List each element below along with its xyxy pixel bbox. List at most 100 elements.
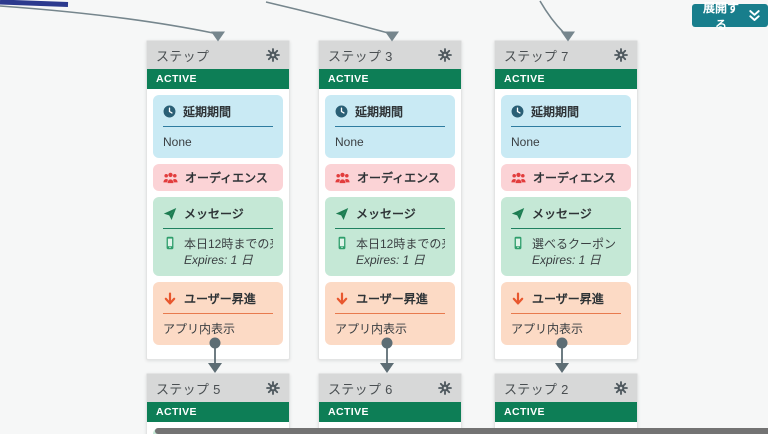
message-section[interactable]: メッセージ 本日12時までの来店… Expires: 1 日: [325, 197, 455, 276]
delay-label: 延期期間: [183, 105, 232, 119]
highlighted-edge-segment: [0, 0, 69, 7]
promotion-value: アプリ内表示: [163, 322, 236, 336]
promotion-label: ユーザー昇進: [532, 292, 604, 306]
step-card-header: ステップ 5: [147, 374, 289, 402]
audience-section[interactable]: オーディエンス: [501, 164, 631, 191]
connector-edge: [265, 1, 389, 34]
gear-icon[interactable]: [266, 381, 280, 395]
promotion-value: アプリ内表示: [335, 322, 408, 336]
divider: [335, 126, 445, 127]
connector-edge: [539, 0, 565, 34]
step-card-title: ステップ 7: [504, 48, 569, 64]
promotion-label: ユーザー昇進: [356, 292, 428, 306]
message-label: メッセージ: [356, 207, 416, 221]
mobile-icon: [511, 236, 525, 250]
people-icon: [511, 172, 526, 184]
step-card-header: ステップ 2: [495, 374, 637, 402]
chevron-double-down-icon: [749, 10, 760, 22]
audience-label: オーディエンス: [185, 171, 268, 185]
expand-button[interactable]: 展開する: [692, 1, 768, 32]
promotion-label: ユーザー昇進: [184, 292, 256, 306]
promotion-section[interactable]: ユーザー昇進 アプリ内表示: [325, 282, 455, 345]
people-icon: [163, 172, 178, 184]
step-card-title: ステップ: [156, 48, 210, 64]
gear-icon[interactable]: [438, 381, 452, 395]
message-label: メッセージ: [184, 207, 244, 221]
step-card-header: ステップ 3: [319, 41, 461, 69]
down-arrow-icon: [511, 292, 525, 306]
step-card: ステップ 6 ACTIVE: [318, 373, 462, 434]
status-badge: ACTIVE: [495, 69, 637, 89]
step-card-header: ステップ 7: [495, 41, 637, 69]
step-card-title: ステップ 2: [504, 381, 569, 397]
step-card-body: 延期期間 None オーディエンス メッセージ 本日12時までの来店… Expi…: [147, 89, 289, 359]
paper-plane-icon: [335, 207, 349, 221]
message-text: 選べるクーポン: [532, 237, 617, 251]
status-badge: ACTIVE: [147, 69, 289, 89]
gear-icon[interactable]: [614, 381, 628, 395]
message-section[interactable]: メッセージ 本日12時までの来店… Expires: 1 日: [153, 197, 283, 276]
people-icon: [335, 172, 350, 184]
promotion-section[interactable]: ユーザー昇進 アプリ内表示: [153, 282, 283, 345]
down-arrow-icon: [335, 292, 349, 306]
divider: [163, 228, 273, 229]
step-card: ステップ 7 ACTIVE 延期期間 None オーディエンス メッセージ: [494, 40, 638, 360]
delay-label: 延期期間: [355, 105, 404, 119]
connector-edge: [0, 5, 214, 34]
status-badge: ACTIVE: [495, 402, 637, 422]
divider: [511, 228, 621, 229]
status-badge: ACTIVE: [319, 69, 461, 89]
audience-label: オーディエンス: [357, 171, 440, 185]
step-card: ステップ 5 ACTIVE: [146, 373, 290, 434]
delay-section[interactable]: 延期期間 None: [501, 95, 631, 158]
step-card-body: 延期期間 None オーディエンス メッセージ 本日12時までの来店… Expi…: [319, 89, 461, 359]
delay-label: 延期期間: [531, 105, 580, 119]
divider: [335, 228, 445, 229]
connector-arrow: [380, 363, 394, 373]
step-card: ステップ 3 ACTIVE 延期期間 None オーディエンス メッセージ: [318, 40, 462, 360]
down-arrow-icon: [163, 292, 177, 306]
message-expires: Expires: 1 日: [184, 253, 253, 267]
step-card: ステップ 2 ACTIVE: [494, 373, 638, 434]
status-badge: ACTIVE: [147, 402, 289, 422]
divider: [335, 313, 445, 314]
connector-arrow: [208, 363, 222, 373]
step-card-title: ステップ 6: [328, 381, 393, 397]
mobile-icon: [335, 236, 349, 250]
message-expires: Expires: 1 日: [356, 253, 425, 267]
delay-section[interactable]: 延期期間 None: [153, 95, 283, 158]
delay-value: None: [335, 135, 364, 149]
step-card: ステップ ACTIVE 延期期間 None オーディエンス メッセージ: [146, 40, 290, 360]
delay-value: None: [163, 135, 192, 149]
message-section[interactable]: メッセージ 選べるクーポン Expires: 1 日: [501, 197, 631, 276]
step-card-header: ステップ: [147, 41, 289, 69]
divider: [511, 313, 621, 314]
gear-icon[interactable]: [266, 48, 280, 62]
clock-icon: [511, 105, 524, 118]
horizontal-scrollbar-thumb[interactable]: [155, 428, 768, 434]
step-card-title: ステップ 5: [156, 381, 221, 397]
step-card-title: ステップ 3: [328, 48, 393, 64]
message-expires: Expires: 1 日: [532, 253, 601, 267]
expand-button-label: 展開する: [702, 0, 739, 32]
divider: [511, 126, 621, 127]
audience-section[interactable]: オーディエンス: [153, 164, 283, 191]
message-label: メッセージ: [532, 207, 592, 221]
mobile-icon: [163, 236, 177, 250]
gear-icon[interactable]: [438, 48, 452, 62]
step-card-header: ステップ 6: [319, 374, 461, 402]
audience-section[interactable]: オーディエンス: [325, 164, 455, 191]
promotion-value: アプリ内表示: [511, 322, 584, 336]
divider: [163, 126, 273, 127]
message-text: 本日12時までの来店…: [356, 237, 445, 251]
promotion-section[interactable]: ユーザー昇進 アプリ内表示: [501, 282, 631, 345]
step-card-body: 延期期間 None オーディエンス メッセージ 選べるクーポン Expires:…: [495, 89, 637, 359]
divider: [163, 313, 273, 314]
delay-section[interactable]: 延期期間 None: [325, 95, 455, 158]
status-badge: ACTIVE: [319, 402, 461, 422]
message-text: 本日12時までの来店…: [184, 237, 273, 251]
gear-icon[interactable]: [614, 48, 628, 62]
connector-arrow: [555, 363, 569, 373]
paper-plane-icon: [511, 207, 525, 221]
paper-plane-icon: [163, 207, 177, 221]
